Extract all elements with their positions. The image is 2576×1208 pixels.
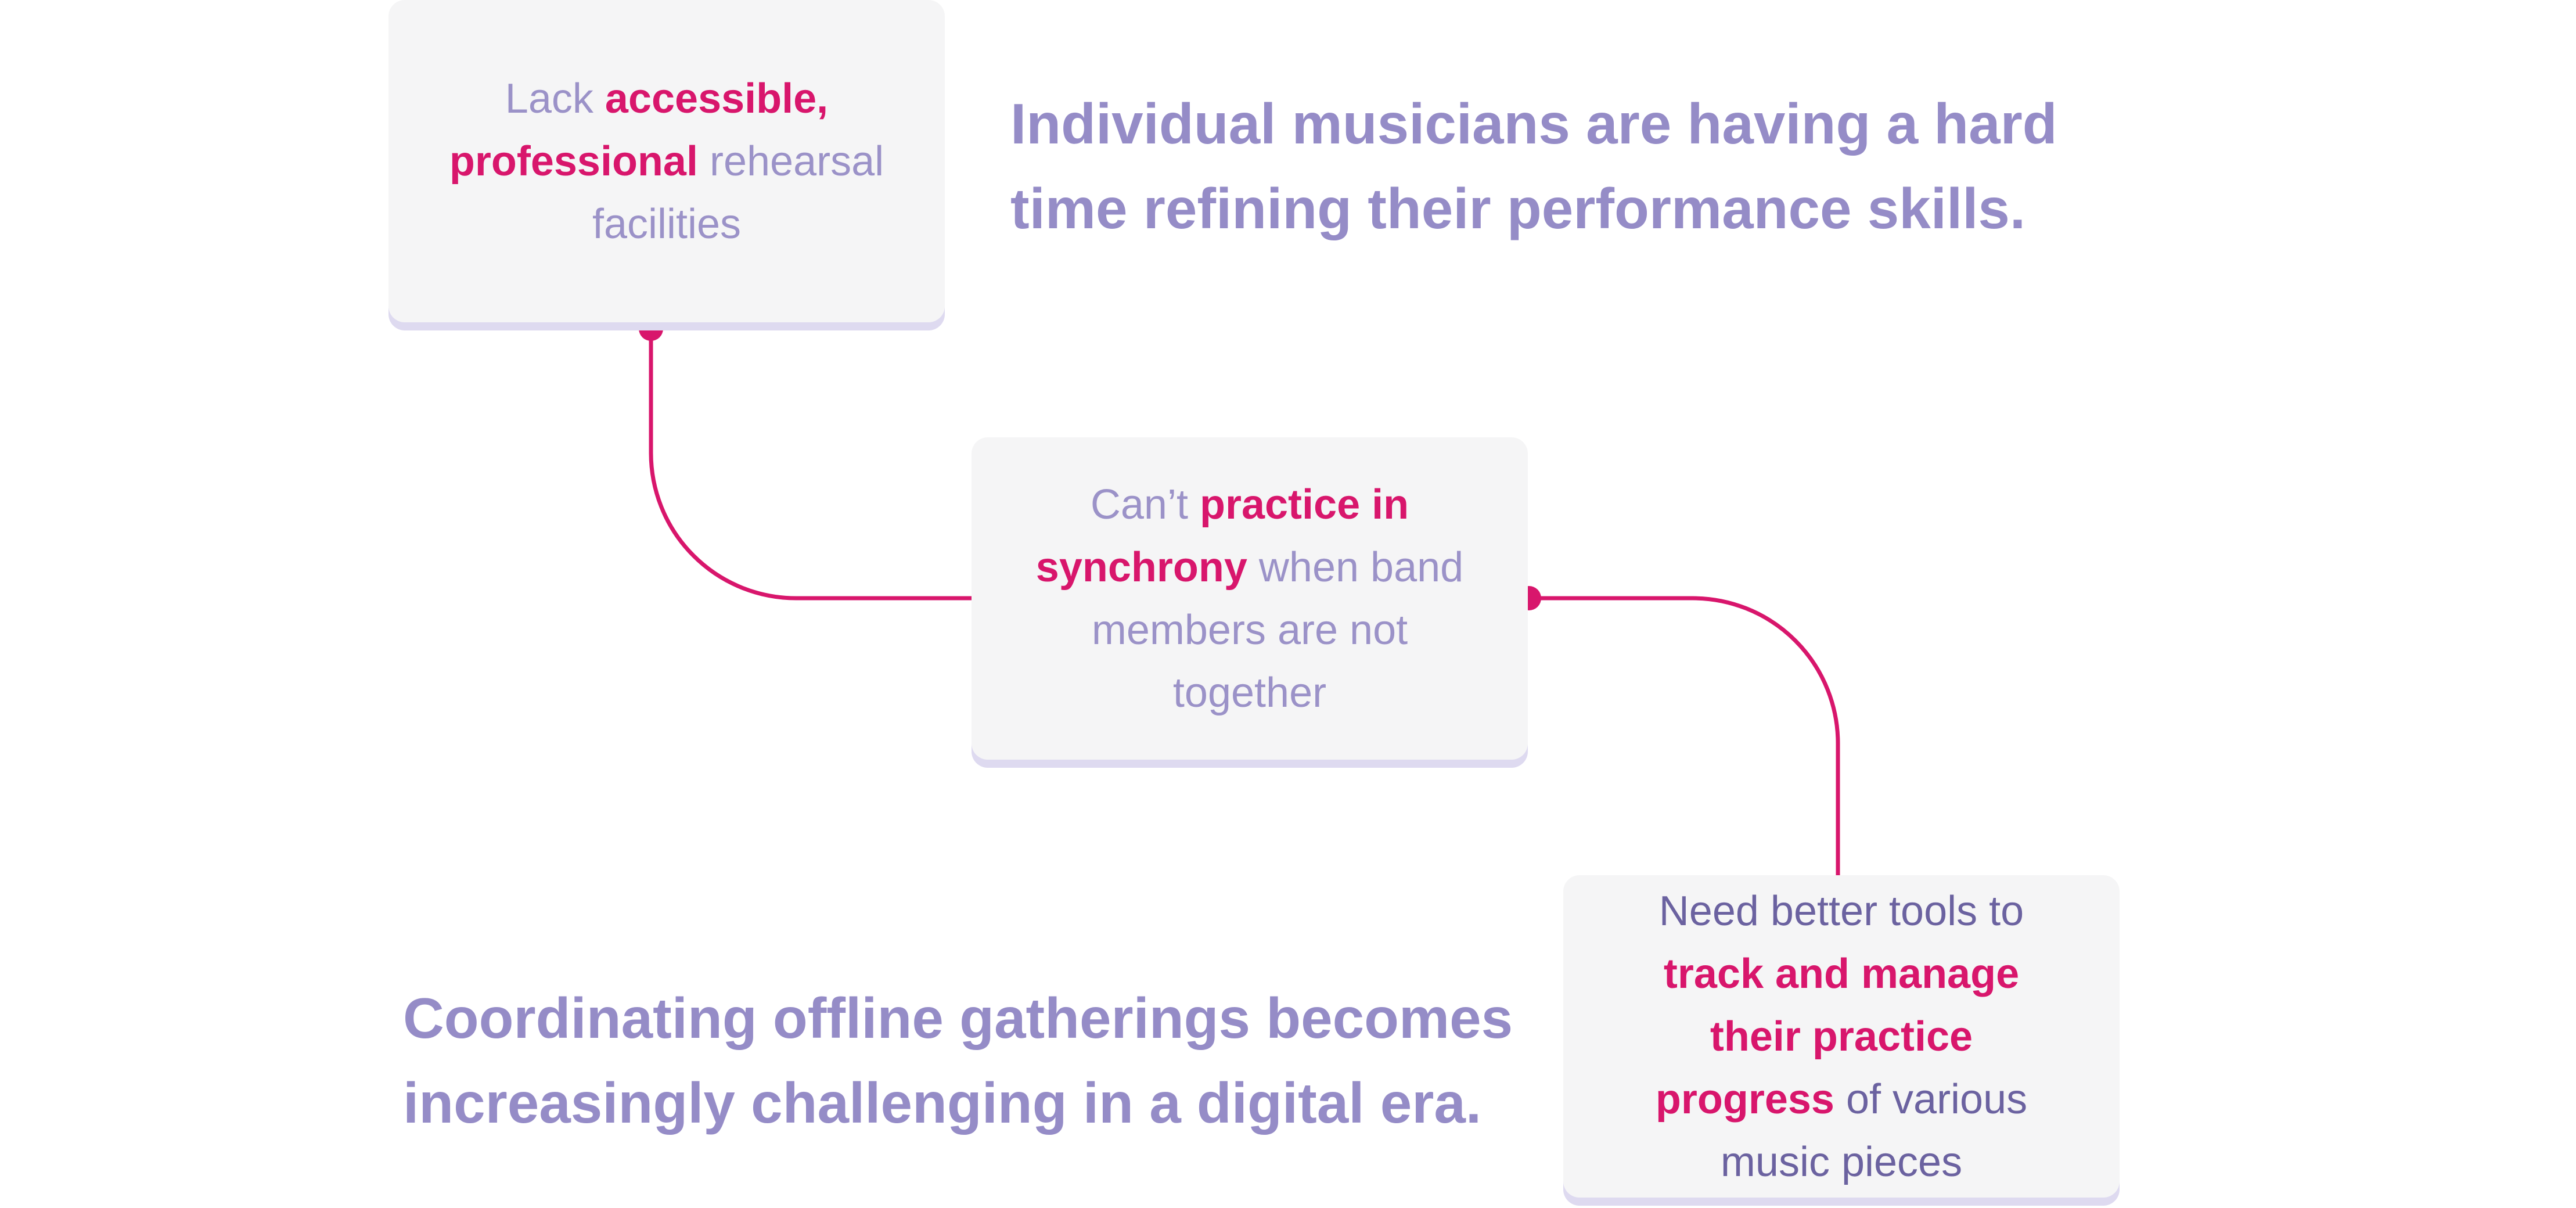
card-text-highlight: track and manage their practice progress: [1655, 950, 2020, 1123]
problem-card-text: Can’t practice in synchrony when band me…: [1024, 473, 1476, 724]
problem-card-synchrony: Can’t practice in synchrony when band me…: [972, 437, 1528, 760]
card-text-pre: Can’t: [1090, 481, 1200, 528]
card-text-post: rehearsal facilities: [592, 138, 884, 247]
problem-card-rehearsal: Lack accessible, professional rehearsal …: [388, 0, 945, 322]
headline-individual-musicians: Individual musicians are having a hard t…: [1010, 92, 2057, 240]
problem-card-text: Lack accessible, professional rehearsal …: [441, 67, 893, 256]
connector-card1-to-card2: [649, 329, 972, 601]
card-text-post: when band members are not together: [1091, 544, 1464, 716]
card-text-highlight: accessible, professional: [449, 75, 829, 185]
card-text-pre: Need better tools to: [1658, 887, 2024, 934]
card-text-highlight: practice in synchrony: [1035, 481, 1409, 591]
headline-offline-gatherings: Coordinating offline gatherings becomes …: [403, 986, 1513, 1135]
card-text-pre: Lack: [505, 75, 605, 122]
connector-dot-card1: [639, 317, 663, 341]
card-text-post: of various music pieces: [1720, 1076, 2028, 1185]
problem-card-text: Need better tools to track and manage th…: [1616, 880, 2067, 1193]
problem-card-progress: Need better tools to track and manage th…: [1563, 875, 2120, 1198]
connector-card2-to-card3: [1529, 596, 1840, 875]
